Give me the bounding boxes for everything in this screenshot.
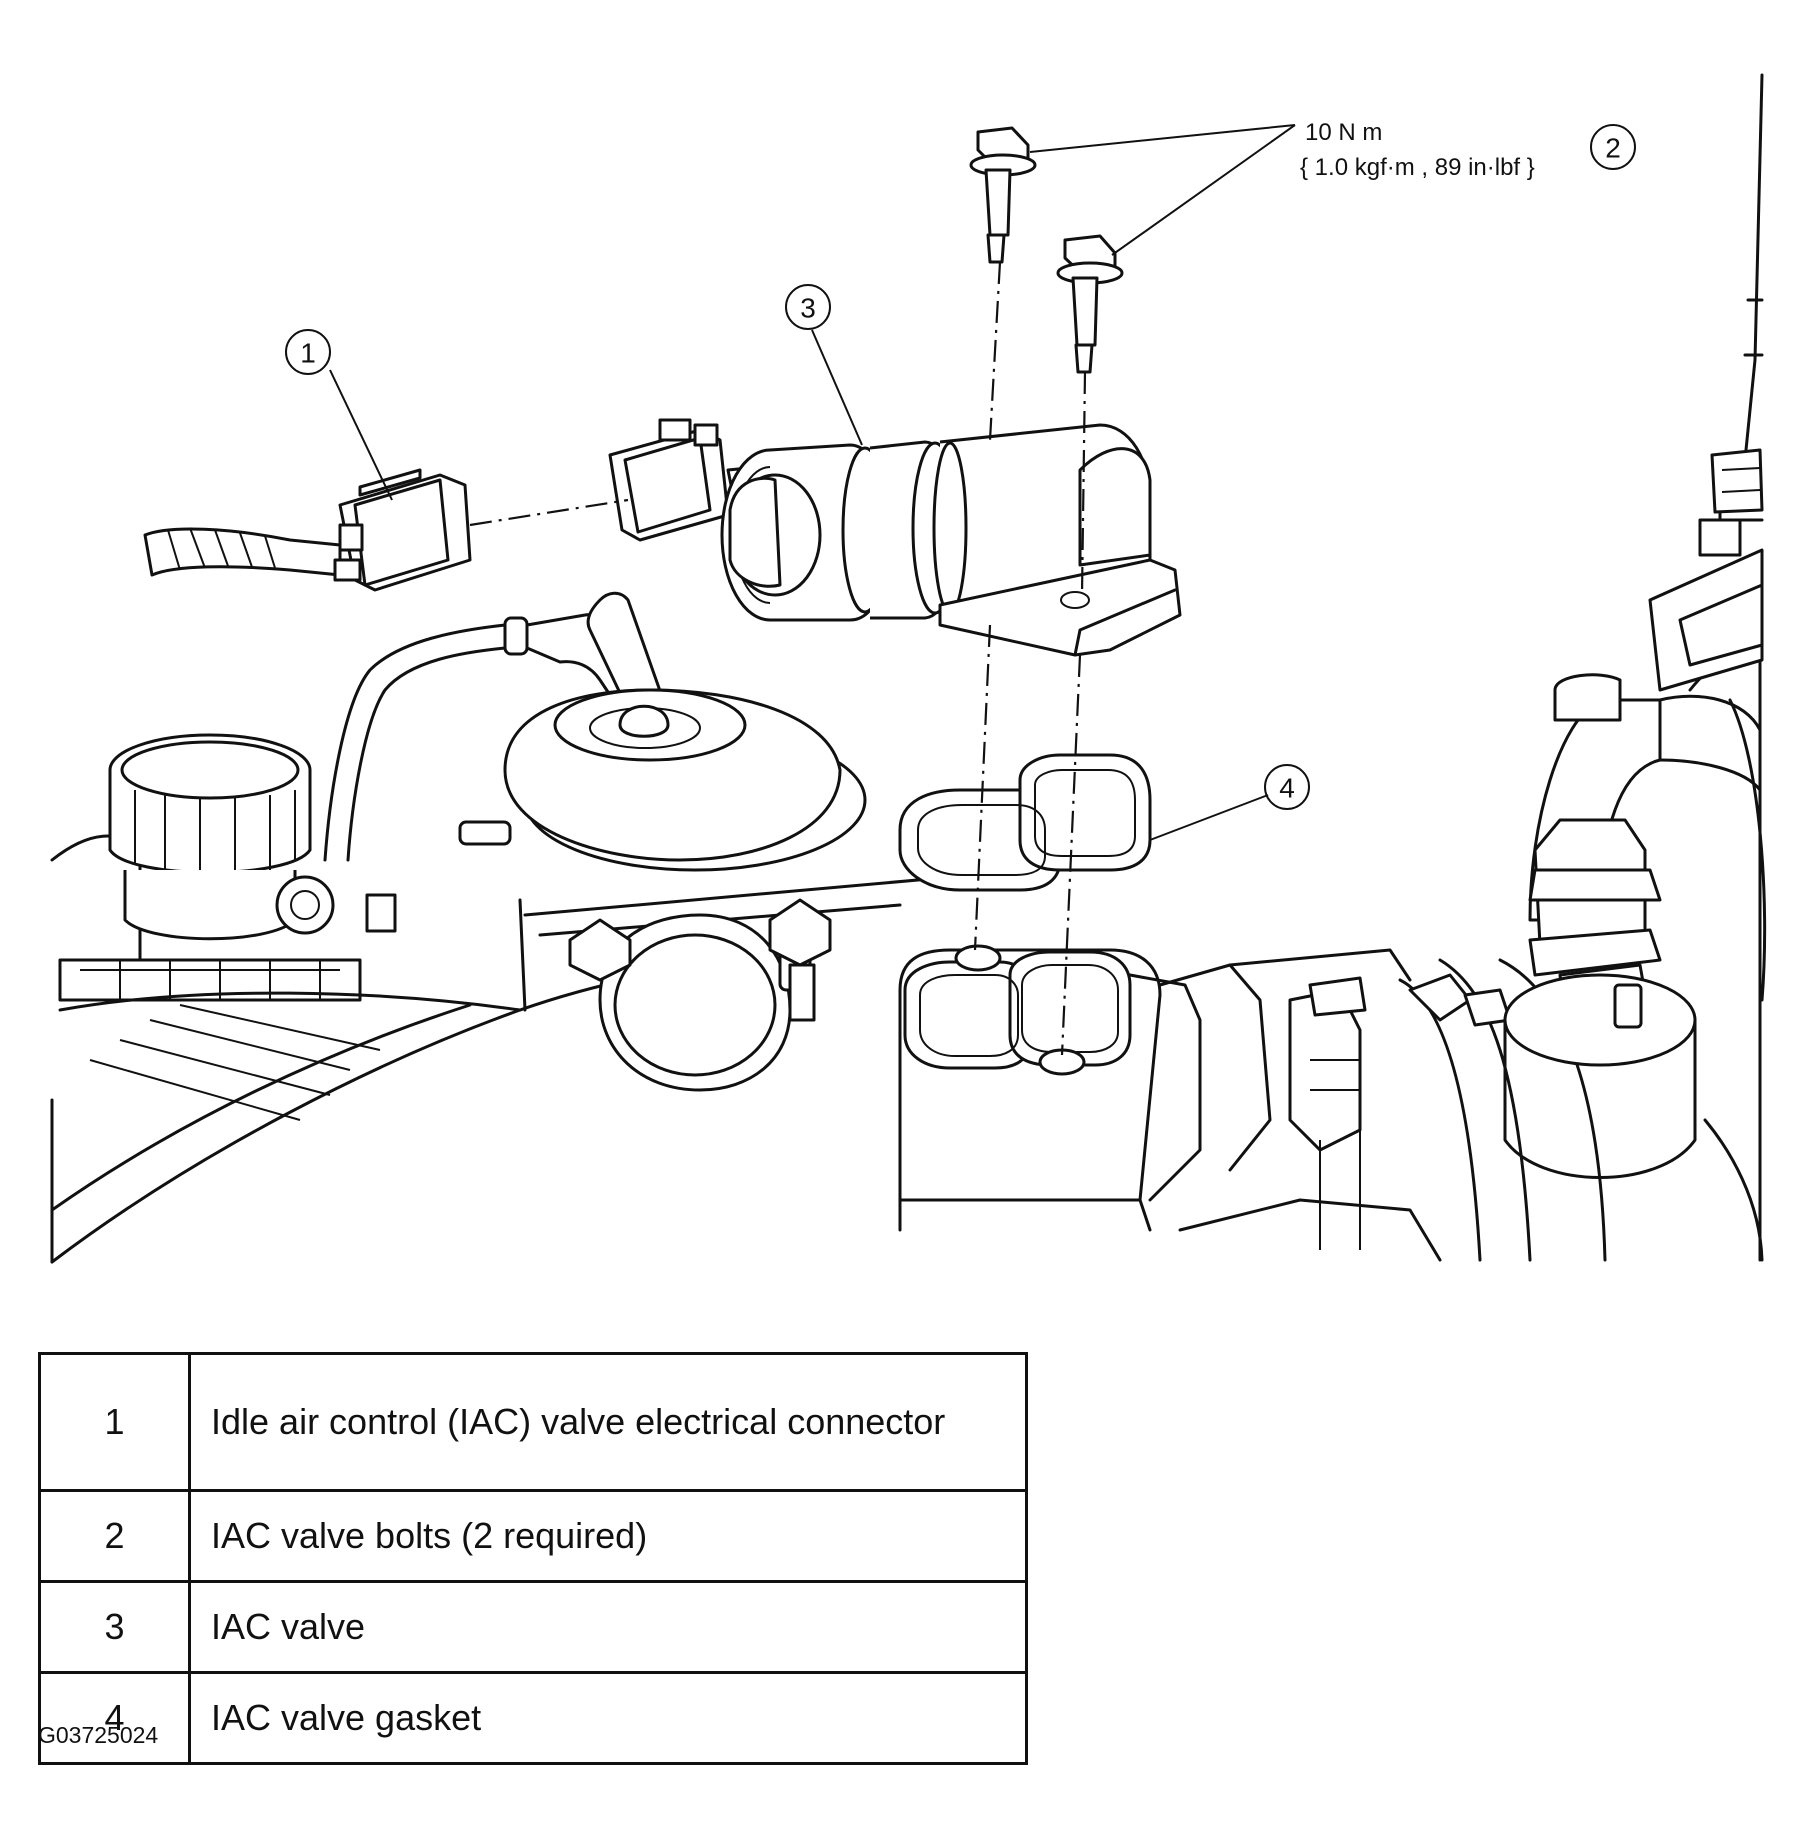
figure-code: G03725024 xyxy=(38,1722,159,1748)
engine-background xyxy=(50,73,1767,1264)
legend-row: 3 IAC valve xyxy=(38,1580,1028,1674)
legend-description: Idle air control (IAC) valve electrical … xyxy=(188,1352,1028,1492)
svg-text:4: 4 xyxy=(1279,773,1295,804)
legend-number: 3 xyxy=(38,1580,191,1674)
leader-lines xyxy=(329,124,1296,841)
torque-spec-nm: 10 N m xyxy=(1305,119,1382,146)
torque-spec-imperial: { 1.0 kgf·m , 89 in·lbf } xyxy=(1300,154,1535,181)
legend-description: IAC valve bolts (2 required) xyxy=(188,1489,1028,1583)
bolt-left xyxy=(969,126,1037,264)
iac-valve-bolts xyxy=(969,126,1124,374)
legend-description: IAC valve xyxy=(188,1580,1028,1674)
callout-1: 1 xyxy=(285,329,331,375)
svg-text:2: 2 xyxy=(1605,133,1621,164)
alignment-lines xyxy=(469,261,1087,1056)
legend-description: IAC valve gasket xyxy=(188,1671,1028,1765)
legend-number: 2 xyxy=(38,1489,191,1583)
parts-legend-table: 1 Idle air control (IAC) valve electrica… xyxy=(38,1352,1028,1765)
legend-row: 2 IAC valve bolts (2 required) xyxy=(38,1489,1028,1583)
bolt-right xyxy=(1056,234,1124,374)
svg-text:3: 3 xyxy=(800,293,816,324)
iac-valve-gasket xyxy=(898,753,1152,892)
legend-number: 4 xyxy=(38,1671,191,1765)
iac-valve-exploded-illustration: 1 2 3 4 10 N m { 1.0 kgf·m , 89 in·lbf } xyxy=(50,73,1767,1264)
iac-valve xyxy=(608,418,1182,657)
callout-3: 3 xyxy=(785,284,831,330)
legend-row: 1 Idle air control (IAC) valve electrica… xyxy=(38,1352,1028,1492)
legend-row: 4 IAC valve gasket xyxy=(38,1671,1028,1765)
callout-2: 2 xyxy=(1590,124,1636,170)
legend-number: 1 xyxy=(38,1352,191,1492)
callout-4: 4 xyxy=(1264,764,1310,810)
iac-electrical-connector xyxy=(143,468,472,592)
svg-text:1: 1 xyxy=(300,338,316,369)
